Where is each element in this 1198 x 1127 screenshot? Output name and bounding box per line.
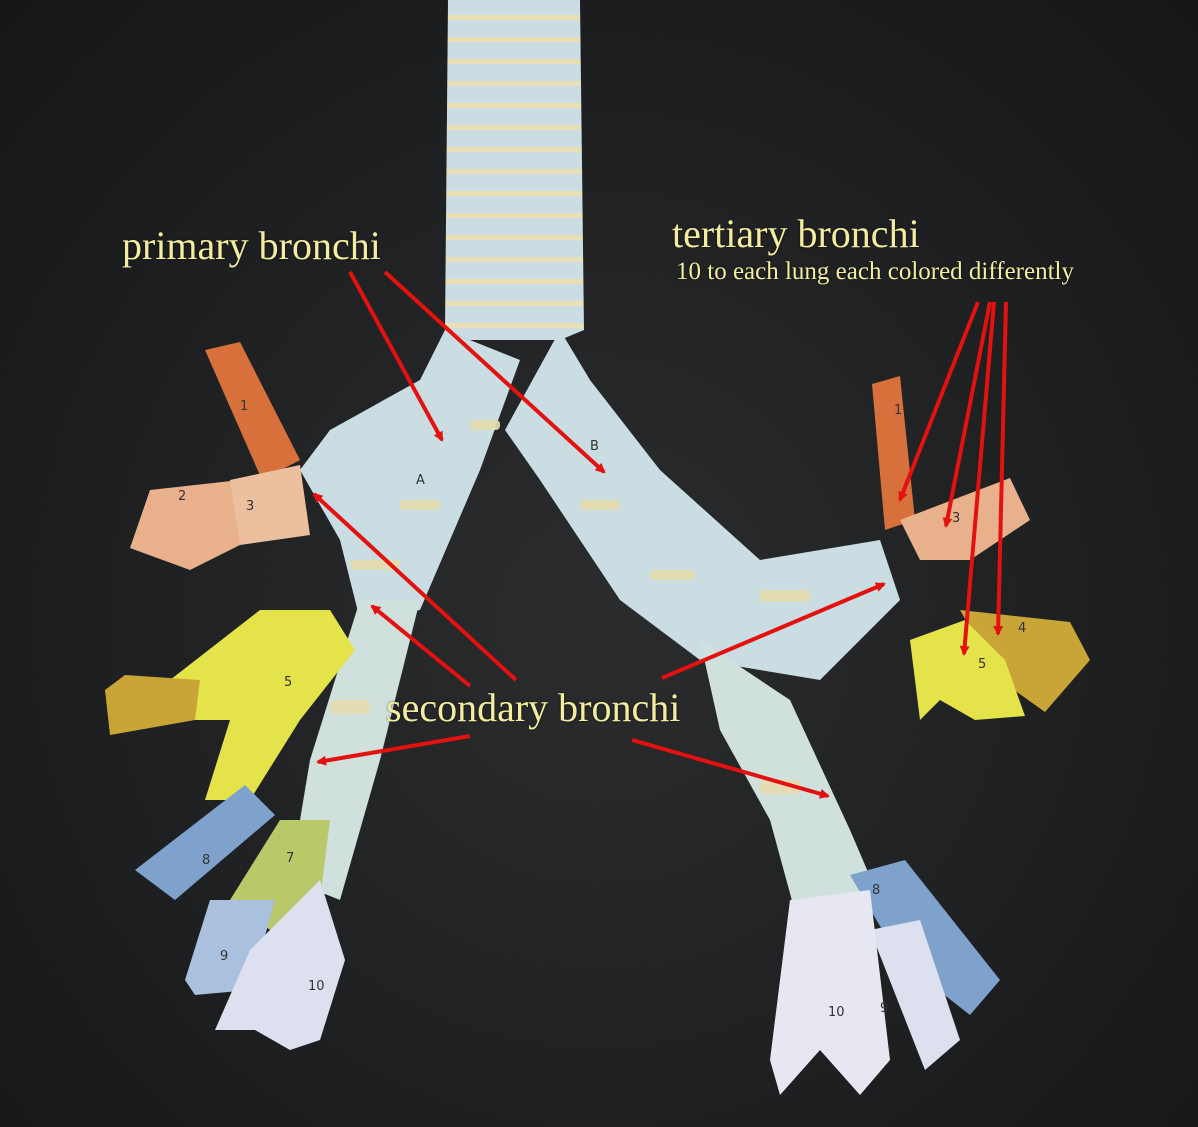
left-primary-bronchus — [300, 330, 520, 620]
arrow-secondary-upper-right — [661, 582, 886, 680]
primary-bronchi-label: primary bronchi — [122, 223, 381, 268]
mark-left-primary: A — [416, 473, 425, 488]
right-segment-9 — [870, 920, 960, 1070]
arrow-tertiary-1 — [898, 301, 980, 502]
left-segment-5 — [170, 610, 355, 800]
mark-left-seg-2: 2 — [178, 489, 186, 504]
mark-right-seg-5: 5 — [978, 657, 986, 672]
arrow-primary-right — [383, 270, 606, 474]
arrow-secondary-upper-left — [312, 492, 518, 682]
mark-left-seg-7: 7 — [286, 851, 294, 866]
tertiary-bronchi-sublabel: 10 to each lung each colored differently — [676, 258, 1074, 285]
arrow-tertiary-4 — [993, 301, 1008, 636]
right-segment-1 — [872, 376, 915, 530]
tertiary-bronchi-label: tertiary bronchi — [672, 211, 920, 256]
mark-right-seg-1: 1 — [894, 403, 902, 418]
mark-right-primary: B — [590, 439, 599, 454]
mark-left-seg-10: 10 — [308, 979, 325, 994]
left-segment-2 — [130, 480, 250, 570]
arrow-secondary-mid-left — [370, 604, 472, 688]
left-segment-1 — [205, 342, 300, 480]
right-segment-5 — [910, 620, 1025, 720]
right-primary-bronchus — [505, 330, 900, 680]
secondary-bronchi-label: secondary bronchi — [386, 685, 681, 730]
mark-right-seg-9: 9 — [880, 1001, 888, 1016]
cartilage-patches — [330, 420, 810, 794]
mark-left-seg-9: 9 — [220, 949, 228, 964]
mark-right-seg-8: 8 — [872, 883, 880, 898]
model-marks: A B 1 2 3 5 7 8 9 10 1 3 4 5 8 9 10 — [178, 399, 1026, 1020]
right-segment-4 — [960, 610, 1090, 712]
mark-right-seg-3: 3 — [952, 511, 960, 526]
left-segment-3 — [230, 465, 310, 545]
arrow-secondary-lower-left — [316, 734, 471, 766]
mark-left-seg-5: 5 — [284, 675, 292, 690]
left-segment-8 — [135, 785, 275, 900]
trachea — [445, 0, 584, 340]
arrow-tertiary-3 — [959, 301, 996, 656]
mark-left-seg-3: 3 — [246, 499, 254, 514]
mark-left-seg-8: 8 — [202, 853, 210, 868]
mark-left-seg-1: 1 — [240, 399, 248, 414]
pointer-arrows — [312, 270, 1008, 799]
arrow-primary-left — [348, 271, 444, 442]
left-segment-4 — [105, 675, 200, 735]
left-segment-10 — [215, 880, 345, 1050]
mark-right-seg-4: 4 — [1018, 621, 1026, 636]
arrow-tertiary-2 — [942, 301, 992, 528]
right-segment-3 — [900, 478, 1030, 560]
mark-right-seg-10: 10 — [828, 1005, 845, 1020]
arrow-secondary-lower-right — [631, 738, 830, 799]
right-segment-10 — [770, 890, 890, 1095]
